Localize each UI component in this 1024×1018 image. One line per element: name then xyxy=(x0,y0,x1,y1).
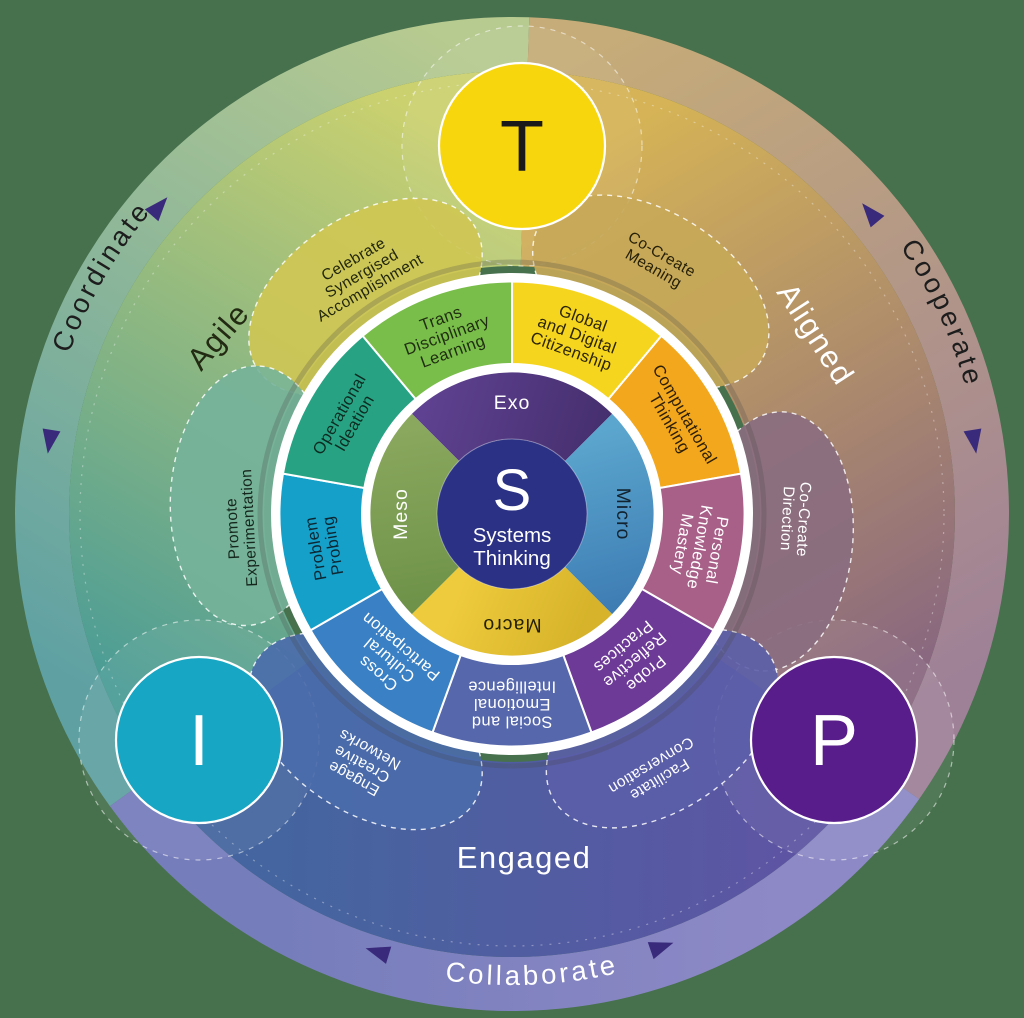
system-level-label-micro: Micro xyxy=(612,488,634,541)
direction-arrow-icon xyxy=(365,946,392,964)
outer-band-collaborate xyxy=(109,768,920,1012)
system-level-label-meso: Meso xyxy=(390,488,412,540)
letter-circle-label-t: T xyxy=(500,107,544,187)
direction-arrow-icon xyxy=(144,197,168,222)
letter-circle-label-i: I xyxy=(189,701,209,781)
system-level-exo xyxy=(411,372,613,461)
system-level-micro xyxy=(565,413,654,615)
system-level-meso xyxy=(370,413,459,615)
zone-label-engaged: Engaged xyxy=(457,840,592,875)
practice-label-problem-probing: ProblemProbing xyxy=(302,512,348,581)
center-circle xyxy=(436,438,588,590)
letter-circle-label-p: P xyxy=(810,701,858,781)
direction-arrow-icon xyxy=(862,203,885,228)
letter-circle-t xyxy=(437,61,607,231)
outer-band-coordinate xyxy=(15,16,530,807)
system-level-label-exo: Exo xyxy=(494,392,531,414)
system-level-macro xyxy=(411,567,613,656)
ring-shadow-outer xyxy=(257,259,767,769)
direction-arrow-icon xyxy=(42,428,61,454)
petal-label-co-create-direction: Co-CreateDirection xyxy=(776,481,813,558)
letter-circle-i xyxy=(114,655,284,825)
letter-circle-p xyxy=(749,655,919,825)
direction-arrow-icon xyxy=(963,428,982,454)
system-level-label-macro: Macro xyxy=(482,614,541,636)
practice-label-social-and-emotional-intelligence: Social andEmotionalIntelligence xyxy=(468,678,556,731)
white-ring-inner xyxy=(361,363,663,665)
outer-band-cooperate xyxy=(527,17,1010,800)
petal-label-promote-experimentation: PromoteExperimentation xyxy=(222,468,262,588)
direction-arrow-icon xyxy=(647,942,674,960)
